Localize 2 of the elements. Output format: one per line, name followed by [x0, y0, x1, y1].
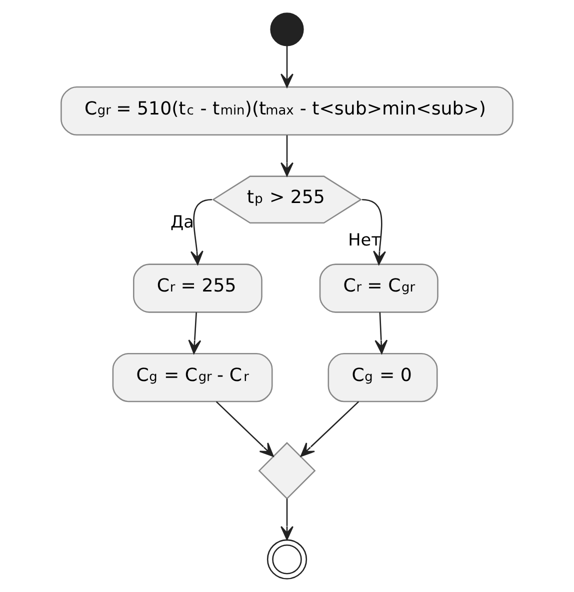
- edge-label: Нет: [348, 229, 381, 250]
- edge-label: Да: [170, 211, 194, 232]
